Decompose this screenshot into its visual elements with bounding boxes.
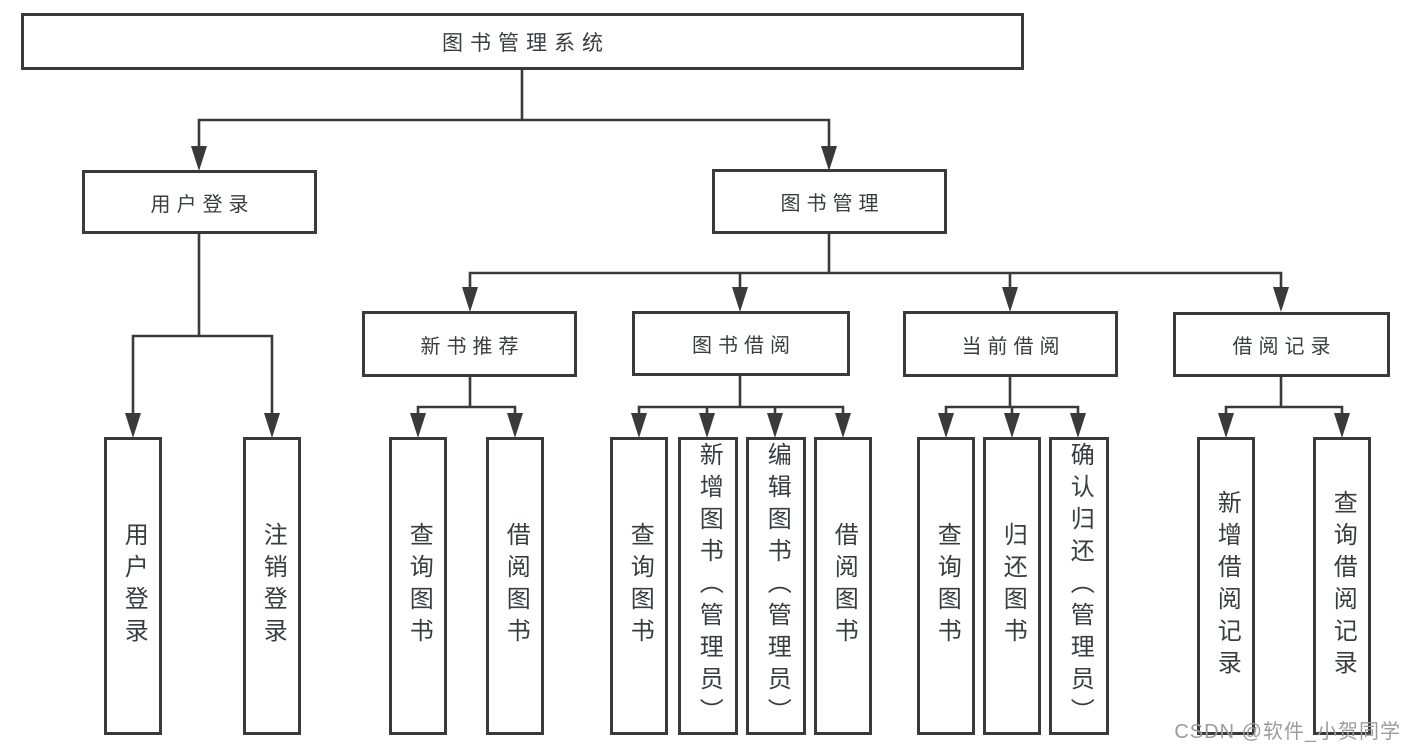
- node-book-borrowing: 图书借阅: [632, 311, 850, 376]
- node-label: 归还图书: [999, 522, 1027, 650]
- node-label: 查询借阅记录: [1329, 490, 1357, 682]
- node-label: 借阅图书: [830, 522, 858, 650]
- node-label: 新增借阅记录: [1213, 490, 1241, 682]
- node-label: 用户登录: [120, 522, 148, 650]
- leaf-records-add-borrow-record: 新增借阅记录: [1197, 437, 1255, 735]
- leaf-borrowing-add-book-admin: 新增图书（管理员）: [678, 437, 738, 735]
- node-label: 图书借阅: [692, 335, 796, 357]
- node-label: 用户登录: [150, 193, 255, 216]
- node-borrowing-records: 借阅记录: [1173, 312, 1390, 377]
- node-label: 查询图书: [405, 522, 433, 650]
- leaf-current-query-books: 查询图书: [917, 437, 975, 735]
- leaf-current-confirm-return-admin: 确认归还（管理员）: [1049, 437, 1109, 735]
- leaf-borrowing-query-books: 查询图书: [610, 437, 668, 735]
- leaf-recommend-borrow-book: 借阅图书: [486, 437, 544, 735]
- leaf-user-login: 用户登录: [104, 437, 162, 735]
- node-user-login: 用户登录: [82, 170, 317, 234]
- leaf-recommend-query-books: 查询图书: [389, 437, 447, 735]
- node-label: 借阅记录: [1232, 336, 1337, 358]
- arrowheads: [125, 146, 1350, 438]
- node-label: 新书推荐: [420, 335, 525, 358]
- csdn-watermark: CSDN @软件_小贺同学: [1174, 721, 1401, 743]
- leaf-current-return-book: 归还图书: [983, 437, 1041, 735]
- leaf-borrowing-borrow-book: 借阅图书: [814, 437, 872, 735]
- node-label: 借阅图书: [502, 522, 530, 650]
- node-book-management: 图书管理: [712, 169, 947, 234]
- leaf-records-query-borrow-record: 查询借阅记录: [1313, 437, 1371, 735]
- node-label: 图书管理系统: [442, 31, 610, 55]
- leaf-logout: 注销登录: [243, 437, 301, 735]
- node-current-borrowing: 当前借阅: [903, 311, 1118, 377]
- node-label: 当前借阅: [961, 335, 1066, 358]
- node-label: 查询图书: [626, 522, 654, 650]
- node-label: 新增图书（管理员）: [695, 442, 723, 730]
- node-label: 查询图书: [933, 522, 961, 650]
- node-label: 图书管理: [780, 193, 885, 215]
- node-root-system: 图书管理系统: [21, 13, 1024, 70]
- node-label: 注销登录: [259, 522, 287, 650]
- node-label: 确认归还（管理员）: [1066, 442, 1094, 730]
- node-new-book-recommend: 新书推荐: [362, 311, 577, 377]
- node-label: 编辑图书（管理员）: [763, 442, 791, 730]
- leaf-borrowing-edit-book-admin: 编辑图书（管理员）: [746, 437, 806, 735]
- tree-edges: [131, 69, 1344, 415]
